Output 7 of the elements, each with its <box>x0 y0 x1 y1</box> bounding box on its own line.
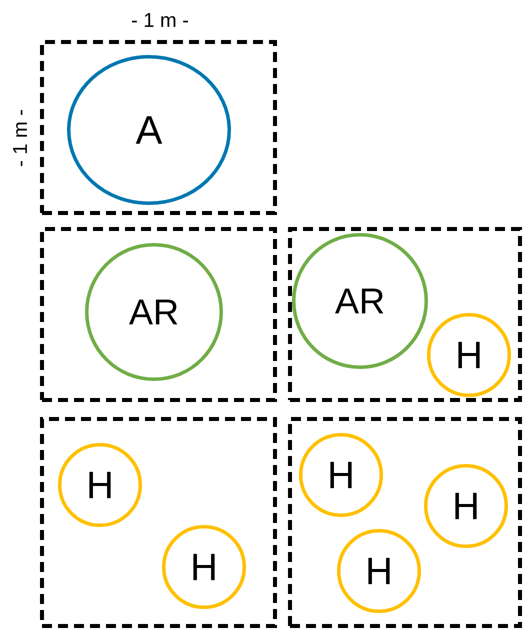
dashed-box <box>288 417 522 628</box>
dashed-box <box>288 227 522 402</box>
dashed-box <box>40 417 277 628</box>
dimension-label: - 1 m - <box>132 13 188 27</box>
dashed-box <box>40 227 277 402</box>
dimension-label: - 1 m - <box>13 110 27 166</box>
dashed-box <box>40 40 277 215</box>
